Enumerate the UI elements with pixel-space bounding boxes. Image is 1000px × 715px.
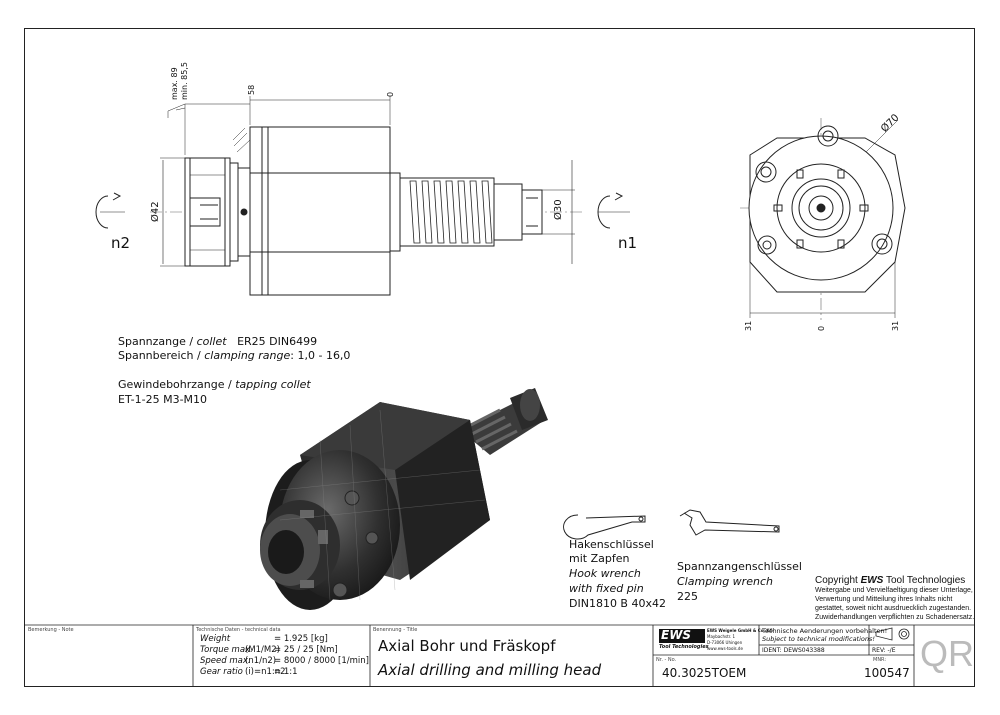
title-english: Axial drilling and milling head: [378, 661, 602, 679]
clamping-wrench-de: Spannzangenschlüssel: [677, 560, 802, 573]
dim-0-top: 0: [386, 91, 395, 97]
clamping-wrench-en: Clamping wrench: [677, 575, 773, 588]
hook-wrench-de2: mit Zapfen: [569, 552, 630, 565]
weight-value: = 1.925 [kg]: [274, 634, 328, 644]
mnr-number: 100547: [864, 666, 910, 680]
revision: REV: -/E: [872, 647, 896, 654]
dim-min: min. 85,5: [180, 62, 189, 100]
dim-diameter-42: Ø42: [150, 201, 161, 222]
spec-tapping-collet: Gewindebohrzange / tapping collet: [118, 378, 311, 391]
spec-tapping-value: ET-1-25 M3-M10: [118, 393, 208, 406]
changes-en: Subject to technical modifications!: [762, 635, 875, 643]
title-german: Axial Bohr und Fräskopf: [378, 637, 556, 655]
note-label: Bemerkung - Note: [28, 627, 74, 633]
hook-wrench-en1: Hook wrench: [569, 567, 641, 580]
hook-wrench-de1: Hakenschlüssel: [569, 538, 654, 551]
torque-sub: (M1/M2): [245, 645, 280, 655]
dim-max: max. 89: [170, 67, 179, 100]
dim-31-right: 31: [891, 320, 900, 331]
speed-label: Speed max.: [200, 656, 251, 666]
speed-value: = 8000 / 8000 [1/min]: [274, 656, 369, 666]
number-label: Nr. - No.: [656, 657, 677, 663]
hook-wrench-drawing: [563, 514, 646, 540]
product-3d-render: [260, 388, 548, 610]
ews-logo: EWS: [661, 628, 692, 642]
torque-label: Torque max.: [200, 645, 253, 655]
spec-clamping-range: Spannbereich / clamping range: 1,0 - 16,…: [118, 349, 351, 362]
mnr-label: MNR:: [873, 657, 887, 663]
weight-label: Weight: [200, 634, 231, 644]
ratio-label: Gear ratio: [200, 667, 243, 677]
changes-de: Technische Aenderungen vorbehalten!: [762, 627, 888, 635]
speed-sub: (n1/n2): [245, 656, 277, 666]
article-number: 40.3025TOEM: [662, 666, 747, 680]
ratio-value: = 1:1: [274, 667, 298, 677]
company-line3: D-73066 Uhingen: [707, 640, 743, 645]
torque-value: = 25 / 25 [Nm]: [274, 645, 338, 655]
dim-diameter-30: Ø30: [553, 199, 564, 220]
dim-0-bottom: 0: [817, 325, 826, 331]
ident: IDENT: DEWS043388: [762, 647, 825, 654]
label-n2: n2: [111, 234, 131, 252]
tech-data-label: Technische Daten - technical data: [196, 627, 281, 633]
hook-wrench-code: DIN1810 B 40x42: [569, 597, 666, 610]
copyright-line3: Verwertung und Mitteilung ihres Inhalts …: [815, 596, 953, 603]
copyright-line4: gestattet, soweit nicht ausdruecklich zu…: [815, 605, 972, 612]
copyright-line5: Zuwiderhandlungen verpflichten zu Schade…: [815, 614, 975, 621]
ews-logo-bg: [659, 629, 705, 643]
dim-58: 58: [247, 84, 256, 95]
side-view: [95, 96, 630, 296]
drawing-frame: [24, 28, 975, 687]
clamping-wrench-drawing: [679, 509, 780, 536]
ews-logo-sub: Tool Technologies: [659, 644, 709, 650]
clamping-wrench-code: 225: [677, 590, 698, 603]
hook-wrench-en2: with fixed pin: [569, 582, 644, 595]
front-view: [740, 118, 906, 320]
copyright-title: Copyright EWS Tool Technologies: [815, 575, 966, 586]
qr-placeholder: QR: [920, 633, 974, 674]
company-line4: www.ews-tools.de: [707, 646, 743, 651]
title-label: Benennung - Title: [373, 627, 418, 633]
company-line2: Maybachstr. 1: [707, 634, 736, 639]
copyright-line2: Weitergabe und Vervielfaeltigung dieser …: [815, 587, 973, 594]
label-n1: n1: [618, 234, 638, 252]
ratio-sub: (i)=n1:n2: [245, 667, 286, 677]
company-line1: EWS Weigele GmbH & Co. KG: [707, 628, 773, 633]
title-block-grid: [24, 624, 975, 687]
spec-collet: Spannzange / collet ER25 DIN6499: [118, 335, 318, 348]
dim-31-left: 31: [744, 320, 753, 331]
